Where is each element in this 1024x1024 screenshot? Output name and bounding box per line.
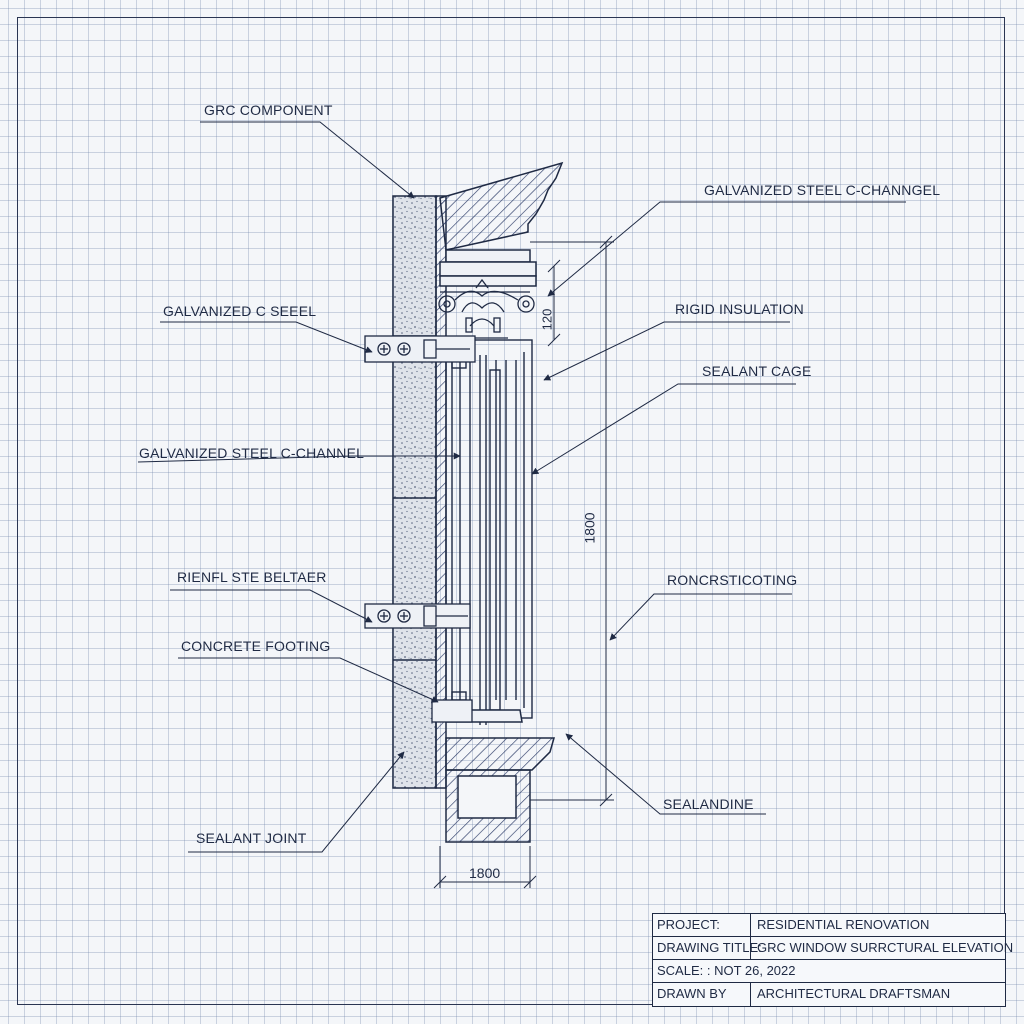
- label-galvanized-c-steel: GALVANIZED C SEEEL: [163, 303, 317, 319]
- lower-bracket: [364, 603, 473, 723]
- leader-lines: [137, 121, 906, 853]
- title-block-project-row: PROJECT: RESIDENTIAL RENOVATION: [653, 914, 1005, 937]
- label-sealant-cage: SEALANT CAGE: [702, 363, 812, 379]
- drawn-by-key: DRAWN BY: [653, 983, 751, 1006]
- label-galvanized-c-channel-right: GALVANIZED STEEL C-CHANNGEL: [704, 182, 941, 198]
- dimension-height: 1800: [581, 512, 598, 544]
- drawn-by-value: ARCHITECTURAL DRAFTSMAN: [757, 986, 951, 1001]
- title-block-scale-row: SCALE: : NOT 26, 2022: [653, 960, 1005, 983]
- upper-bracket: [364, 335, 476, 363]
- label-sealandine: SEALANDINE: [663, 796, 754, 812]
- label-rigid-insulation: RIGID INSULATION: [675, 301, 804, 317]
- project-value: RESIDENTIAL RENOVATION: [757, 917, 930, 932]
- drawing-title-value: GRC WINDOW SURRCTURAL ELEVATION: [757, 940, 1014, 955]
- corinthian-capital: [438, 278, 535, 339]
- scale-value: [796, 960, 802, 982]
- title-block-drawn-by-row: DRAWN BY ARCHITECTURAL DRAFTSMAN: [653, 983, 1005, 1006]
- cornice: [439, 161, 564, 287]
- sill: [445, 709, 555, 843]
- scale-key: SCALE: : NOT 26, 2022: [657, 963, 796, 978]
- label-concrete-footing: CONCRETE FOOTING: [181, 638, 331, 654]
- label-galvanized-c-channel-left: GALVANIZED STEEL C-CHANNEL: [139, 445, 365, 461]
- dimension-width: 1800: [469, 865, 501, 881]
- label-roncrst-coting: RONCRSTICOTING: [667, 572, 798, 588]
- drawing-title-key: DRAWING TITLE:: [653, 937, 762, 959]
- title-block: PROJECT: RESIDENTIAL RENOVATION DRAWING …: [652, 913, 1013, 1007]
- label-grc-component: GRC COMPONENT: [204, 102, 333, 118]
- project-key: PROJECT:: [653, 914, 751, 936]
- label-sealant-joint: SEALANT JOINT: [196, 830, 307, 846]
- column-shaft: [445, 339, 533, 725]
- concrete-wall: [392, 195, 447, 789]
- title-block-drawing-title-row: DRAWING TITLE: GRC WINDOW SURRCTURAL ELE…: [653, 937, 1013, 960]
- dimension-top-small: 120: [539, 308, 555, 331]
- label-reinforcing-belt: RIENFL STE BELTAER: [177, 569, 327, 585]
- dimension-lines: [433, 235, 614, 889]
